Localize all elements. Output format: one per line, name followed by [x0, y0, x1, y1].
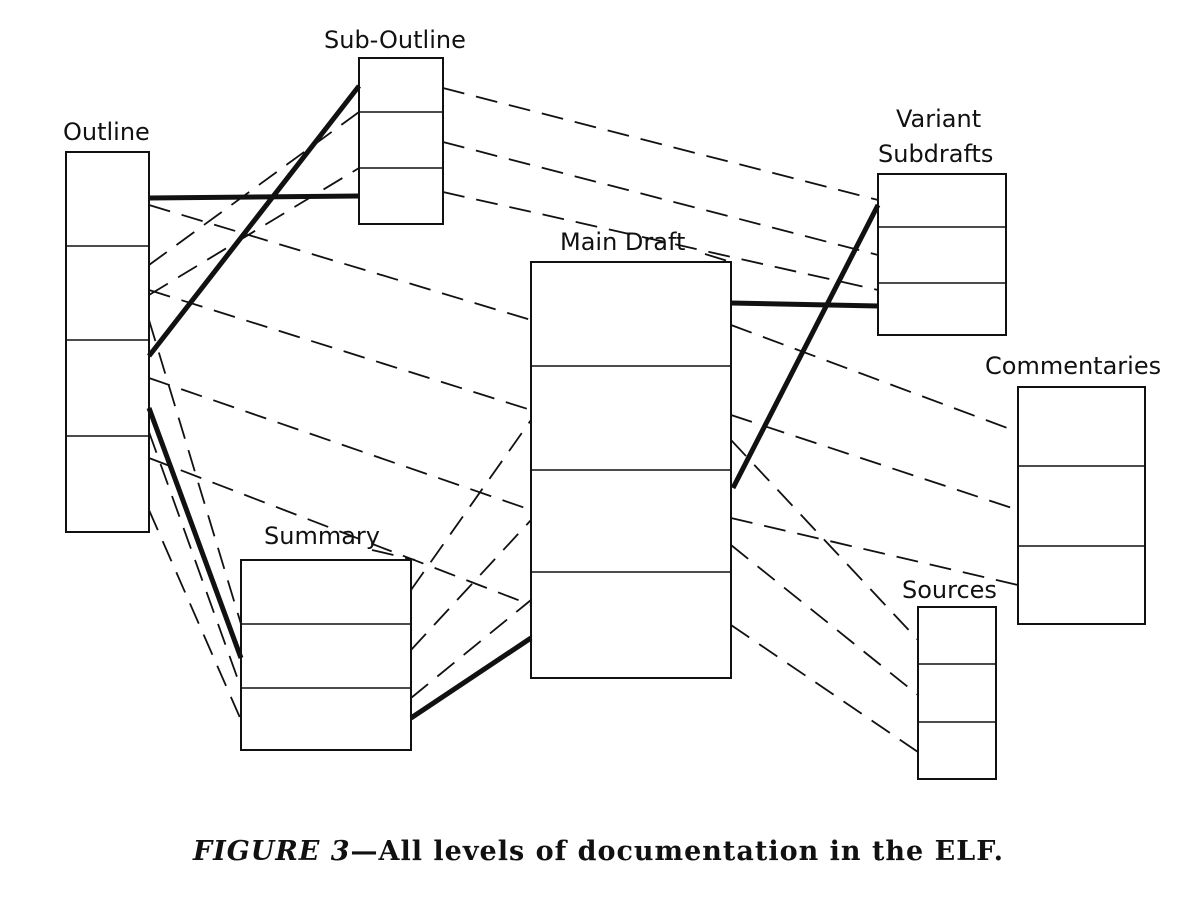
link-outline-summary-a: [148, 319, 242, 625]
label-main-draft: Main Draft: [560, 228, 685, 256]
link-suboutline-variant-b: [442, 141, 879, 256]
label-subdrafts: Subdrafts: [878, 140, 993, 168]
outline-box: [65, 151, 150, 533]
main-draft-box: [530, 261, 732, 679]
variant-subdrafts-box: [877, 173, 1007, 336]
link-outline-summary-b: [148, 431, 242, 689]
solid-maindraft-variant-diagonal: [730, 203, 881, 490]
link-outline-maindraft-d: [148, 457, 532, 606]
figure-caption-text: —All levels of documentation in the ELF.: [350, 836, 1005, 867]
solid-outline-summary: [146, 407, 244, 659]
link-summary-label-leader: [371, 549, 416, 561]
link-maindraft-sources-a: [730, 439, 919, 641]
solid-outline-suboutline-straight: [148, 193, 360, 201]
link-outline-suboutline-a: [148, 111, 360, 266]
commentaries-box: [1017, 386, 1146, 625]
link-maindraft-commentaries-c: [730, 517, 1019, 586]
link-maindraft-commentaries-b: [730, 414, 1019, 511]
link-maindraft-sources-b: [730, 544, 919, 696]
solid-maindraft-variant-straight: [730, 300, 879, 309]
label-variant: Variant: [896, 105, 981, 133]
figure-number: FIGURE 3: [192, 836, 351, 867]
dashed-links: [148, 87, 1019, 753]
label-commentaries: Commentaries: [985, 352, 1161, 380]
link-suboutline-variant-c: [442, 191, 879, 291]
summary-box: [240, 559, 412, 751]
solid-summary-maindraft: [409, 635, 533, 721]
link-summary-maindraft-a: [410, 419, 532, 591]
link-outline-maindraft-c: [148, 377, 532, 511]
figure-caption: FIGURE 3—All levels of documentation in …: [0, 836, 1197, 867]
sub-outline-box: [358, 57, 444, 225]
link-outline-maindraft-b: [148, 289, 532, 411]
link-maindraft-sources-c: [730, 624, 919, 753]
sources-box: [917, 606, 997, 780]
solid-outline-suboutline-diagonal: [147, 84, 361, 358]
label-sources: Sources: [902, 576, 997, 604]
link-maindraft-label-leader: [704, 253, 732, 263]
link-maindraft-commentaries-a: [730, 324, 1019, 433]
link-summary-maindraft-b: [410, 519, 532, 651]
label-summary: Summary: [264, 522, 380, 550]
label-sub-outline: Sub-Outline: [324, 26, 466, 54]
link-outline-suboutline-b: [148, 167, 360, 296]
link-outline-summary-c: [148, 509, 242, 721]
link-suboutline-variant-a: [442, 87, 879, 201]
label-outline: Outline: [63, 118, 150, 146]
link-summary-maindraft-c: [410, 599, 532, 699]
solid-links: [146, 84, 881, 721]
